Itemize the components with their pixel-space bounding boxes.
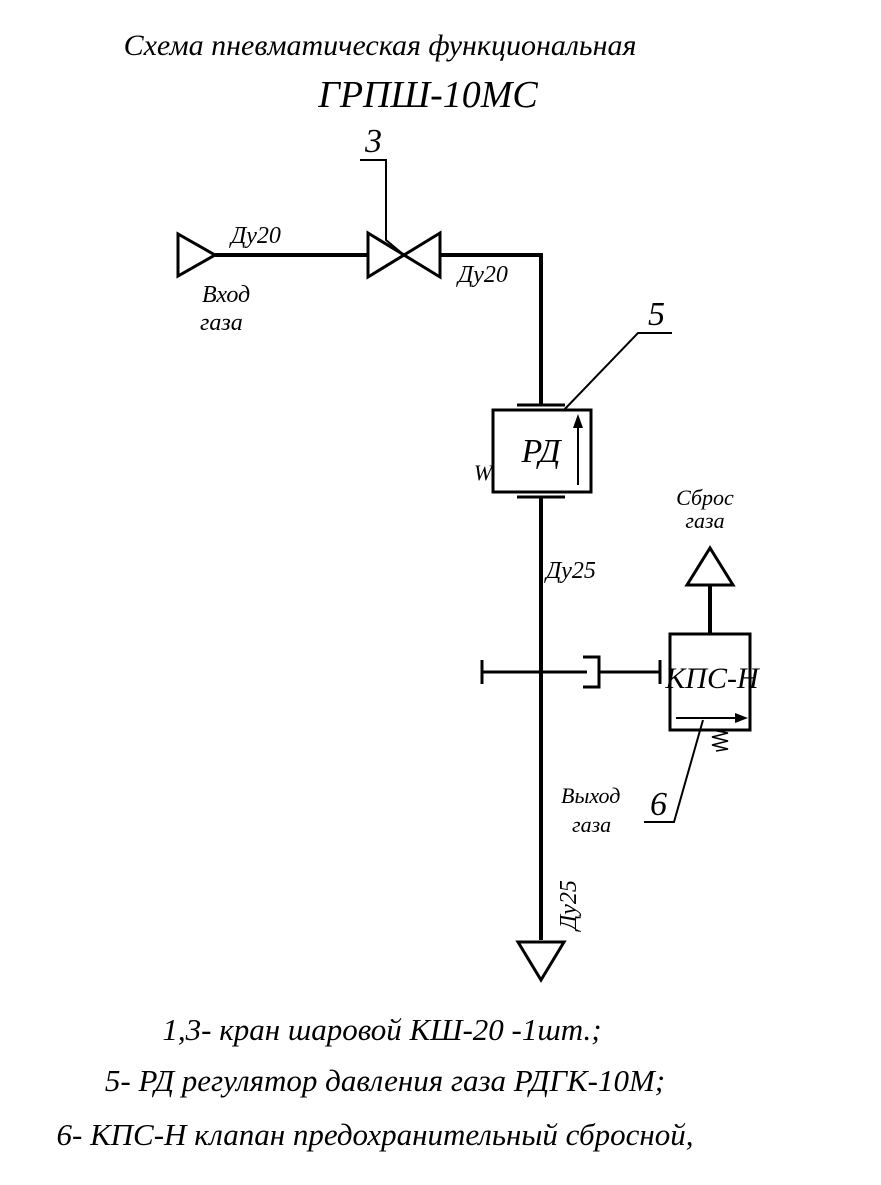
valve-callout-number: 3 (364, 123, 382, 160)
regulator-callout-number: 5 (648, 296, 665, 333)
regulator-callout-leader (561, 332, 672, 413)
valve-callout-leader (360, 159, 405, 256)
discharge-label-word1: Сброс (676, 485, 734, 510)
diagram-title: Схема пневматическая функциональная (124, 29, 637, 62)
legend-item-1: 1,3- кран шаровой КШ-20 -1шт.; (162, 1012, 601, 1047)
diagram-subtitle: ГРПШ-10МС (317, 74, 538, 116)
inlet-pipe-dn-label: Ду20 (229, 223, 281, 249)
regulator-label: РД (520, 433, 562, 470)
legend-item-3: 6- КПС-Н клапан предохранительный сбросн… (57, 1117, 694, 1152)
regulator-spring-symbol: W (474, 460, 494, 485)
impulse-line (480, 655, 662, 689)
discharge-arrow (684, 545, 736, 587)
inlet-label-word1: Вход (202, 282, 250, 308)
relief-valve-callout-leader (644, 719, 704, 823)
pipe-valve-to-regulator (440, 253, 543, 405)
relief-valve-callout-number: 6 (650, 786, 667, 823)
legend-item-2: 5- РД регулятор давления газа РДГК-10М; (105, 1063, 665, 1098)
pipe-after-regulator-dn-label: Ду25 (544, 558, 596, 584)
outlet-arrow (515, 940, 567, 983)
relief-valve-label: КПС-Н (664, 662, 761, 695)
pipe-after-valve-dn-label: Ду20 (456, 262, 508, 288)
outlet-label-word2: газа (572, 812, 611, 837)
outlet-label-word1: Выход (561, 783, 620, 808)
discharge-label-word2: газа (685, 508, 724, 533)
pressure-regulator-block (491, 403, 593, 499)
outlet-pipe-dn-label: Ду25 (556, 880, 582, 932)
inlet-arrow (176, 231, 219, 279)
inlet-label-word2: газа (200, 310, 243, 336)
